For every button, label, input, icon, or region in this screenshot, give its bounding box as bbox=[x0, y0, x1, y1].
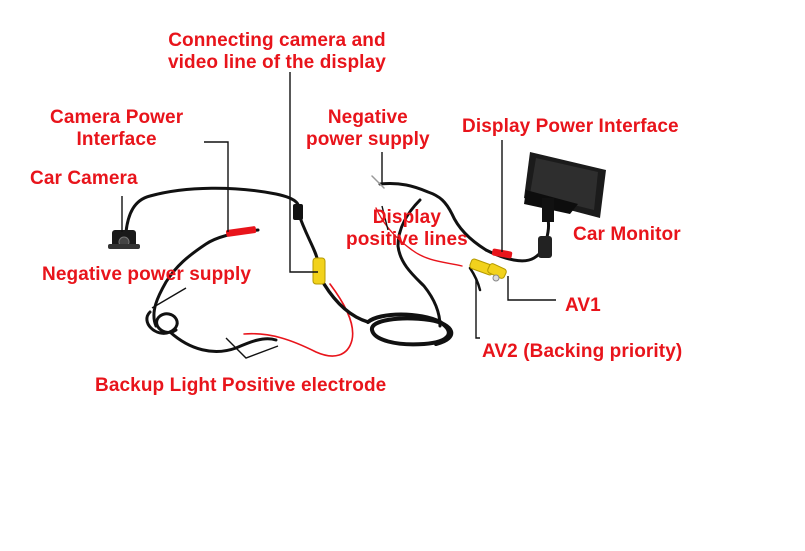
leader-av1 bbox=[507, 276, 556, 301]
label-connecting: Connecting camera and video line of the … bbox=[168, 30, 386, 74]
camera-cable bbox=[124, 186, 301, 234]
label-car-monitor: Car Monitor bbox=[573, 224, 681, 245]
camera-power-red-connector bbox=[225, 226, 257, 237]
video-cable-lower bbox=[322, 282, 370, 324]
label-camera-power-line1: Camera Power bbox=[50, 107, 184, 128]
rca-tip-av1 bbox=[492, 274, 500, 282]
monitor-plug bbox=[538, 236, 552, 258]
leader-negative-camera bbox=[151, 287, 187, 309]
video-cable-to-monitor bbox=[396, 198, 442, 328]
leader-av2 bbox=[475, 278, 480, 339]
display-negative-wire bbox=[378, 182, 488, 252]
label-display-positive-line1: Display bbox=[372, 207, 442, 228]
leader-backup-light bbox=[225, 337, 279, 359]
label-negative-display-line2: power supply bbox=[306, 129, 430, 150]
label-av2: AV2 (Backing priority) bbox=[482, 341, 683, 362]
display-power-red-connector bbox=[491, 248, 513, 259]
label-backup-light: Backup Light Positive electrode bbox=[95, 375, 387, 396]
yellow-rca-camera bbox=[312, 257, 326, 285]
label-display-power: Display Power Interface bbox=[462, 116, 679, 137]
label-display-positive-line2: positive lines bbox=[346, 229, 468, 250]
cable-coil-main bbox=[366, 312, 454, 347]
label-connecting-line1: Connecting camera and bbox=[168, 30, 386, 51]
leader-lines bbox=[121, 72, 556, 359]
backup-light-cable bbox=[168, 330, 278, 353]
label-display-positive: Display positive lines bbox=[346, 207, 468, 251]
label-av1: AV1 bbox=[565, 295, 601, 316]
leader-connecting bbox=[289, 72, 318, 273]
car-monitor-device bbox=[524, 152, 606, 222]
top-video-connector bbox=[293, 204, 303, 220]
backup-positive-wire bbox=[243, 283, 354, 357]
label-negative-display: Negative power supply bbox=[306, 107, 430, 151]
display-negative-stub bbox=[371, 175, 385, 189]
cable-coil-left bbox=[145, 310, 179, 335]
label-negative-display-line1: Negative bbox=[327, 107, 408, 128]
leader-display-positive bbox=[381, 205, 389, 231]
label-car-camera: Car Camera bbox=[30, 168, 138, 189]
display-positive-wire bbox=[375, 207, 463, 267]
car-camera-device bbox=[108, 230, 140, 249]
label-connecting-line2: video line of the display bbox=[168, 52, 386, 73]
label-camera-power-line2: Interface bbox=[76, 129, 157, 150]
label-negative-camera: Negative power supply bbox=[42, 264, 252, 285]
label-camera-power: Camera Power Interface bbox=[50, 107, 183, 151]
connectors bbox=[225, 204, 552, 285]
leader-camera-power bbox=[204, 141, 229, 232]
